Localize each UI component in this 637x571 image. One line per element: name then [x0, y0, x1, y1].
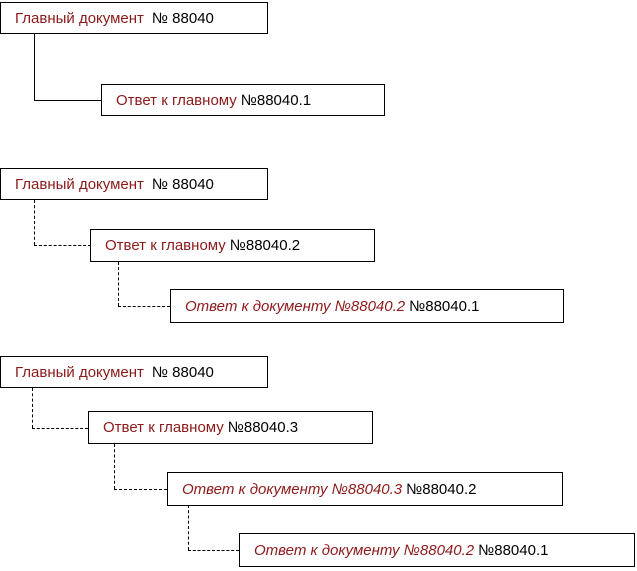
document-number: №88040.1 — [409, 297, 480, 315]
connector-line — [118, 306, 170, 307]
sub-sub-reply-label: Ответ к документу №88040.2 — [254, 541, 475, 559]
sub-reply-label: Ответ к документу №88040.2 — [185, 297, 406, 315]
connector-line — [118, 262, 119, 306]
connector-line — [32, 388, 33, 428]
document-number: №88040.1 — [478, 541, 549, 559]
connector-line — [34, 200, 35, 245]
reply-box: Ответ к главному №88040.1 — [101, 84, 385, 116]
document-number: № 88040 — [151, 175, 214, 193]
connector-line — [188, 550, 239, 551]
document-number: №88040.2 — [229, 237, 301, 254]
sub-reply-box: Ответ к документу №88040.2 №88040.1 — [170, 289, 564, 323]
connector-line — [34, 34, 35, 100]
main-document-box: Главный документ № 88040 — [0, 168, 268, 200]
main-document-label: Главный документ — [15, 175, 144, 193]
sub-reply-label: Ответ к документу №88040.3 — [182, 480, 403, 498]
reply-box: Ответ к главному №88040.3 — [88, 411, 373, 444]
sub-reply-box: Ответ к документу №88040.3 №88040.2 — [167, 472, 563, 506]
connector-line — [114, 489, 167, 490]
reply-label: Ответ к главному — [103, 419, 224, 436]
connector-line — [32, 428, 88, 429]
reply-box: Ответ к главному №88040.2 — [90, 229, 375, 262]
sub-sub-reply-box: Ответ к документу №88040.2 №88040.1 — [239, 533, 635, 567]
connector-line — [34, 245, 91, 246]
document-number: № 88040 — [151, 363, 214, 381]
reply-label: Ответ к главному — [116, 91, 237, 109]
main-document-box: Главный документ № 88040 — [0, 356, 268, 388]
main-document-label: Главный документ — [15, 9, 144, 27]
connector-line — [114, 444, 115, 489]
main-document-label: Главный документ — [15, 363, 144, 381]
reply-label: Ответ к главному — [105, 237, 226, 254]
main-document-box: Главный документ № 88040 — [0, 2, 268, 34]
document-number: №88040.2 — [406, 480, 477, 498]
document-number: № 88040 — [151, 9, 214, 27]
connector-line — [188, 505, 189, 550]
document-number: №88040.1 — [240, 91, 312, 109]
connector-line — [34, 100, 102, 101]
document-number: №88040.3 — [227, 419, 299, 436]
